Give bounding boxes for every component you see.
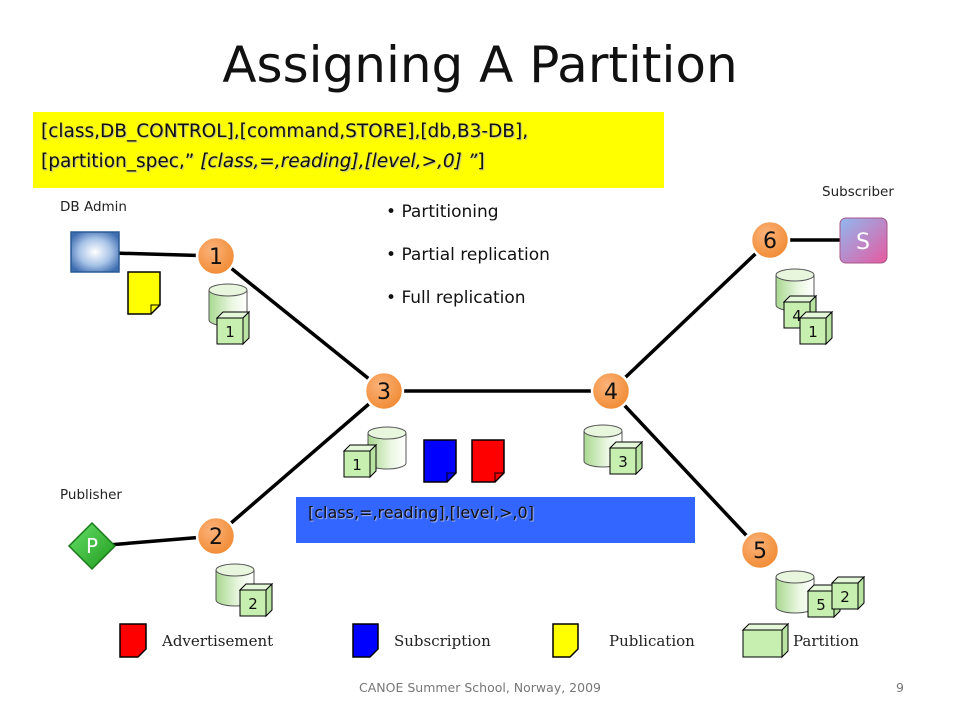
partition-cube: 3	[608, 440, 644, 476]
node-3-label: 3	[377, 380, 391, 405]
store-message-prefix: [partition_spec,”	[41, 151, 201, 172]
legend-partition-icon	[741, 622, 790, 659]
partition-cube-label: 3	[618, 453, 628, 471]
link-4-5	[609, 389, 762, 552]
store-message-line2: [partition_spec,” [class,=,reading],[lev…	[41, 147, 656, 177]
partition-cube-label: 1	[352, 456, 362, 474]
node-1-database: 1	[208, 283, 251, 346]
subscriber-letter: S	[856, 230, 870, 255]
network-links	[107, 238, 842, 552]
admin-publication-doc-icon	[127, 271, 161, 315]
footer-text: CANOE Summer School, Norway, 2009	[359, 680, 601, 695]
link-1-3	[214, 254, 386, 393]
replication-modes-list: Partitioning Partial replication Full re…	[386, 198, 550, 327]
node-5-label: 5	[753, 539, 767, 564]
node-4-label: 4	[604, 380, 618, 405]
node-4-database: 3	[583, 424, 644, 476]
legend: Advertisement Subscription Publication P…	[119, 622, 859, 659]
legend-partition-label: Partition	[793, 632, 859, 650]
partition-cube-label: 5	[816, 596, 826, 614]
publisher-letter: P	[86, 534, 98, 558]
partition-cube: 1	[342, 443, 378, 479]
legend-publication-icon	[552, 623, 579, 658]
bullet-item: Partial replication	[386, 241, 549, 284]
publisher-label: Publisher	[60, 487, 122, 503]
partition-cube: 2	[830, 575, 866, 611]
partition-cube-label: 2	[840, 588, 850, 606]
store-message-spec: [class,=,reading],[level,>,0] ”	[200, 151, 478, 172]
node-2-label: 2	[209, 525, 223, 550]
partition-cube-label: 4	[792, 307, 802, 325]
node-2-database: 2	[215, 563, 274, 618]
slide-title: Assigning A Partition	[222, 36, 738, 94]
partition-cube: 1	[215, 310, 251, 346]
subscription-filter-text: [class,=,reading],[level,>,0]	[308, 503, 534, 522]
node-5-circle[interactable]: 5	[739, 529, 781, 571]
partition-cube-label: 1	[225, 323, 235, 341]
publisher-icon[interactable]: P	[67, 521, 117, 571]
legend-subscription-label: Subscription	[394, 632, 491, 650]
node-6-circle[interactable]: 6	[749, 219, 791, 261]
link-3-2	[214, 389, 386, 538]
node-4-circle[interactable]: 4	[590, 370, 632, 412]
bullet-item: Full replication	[386, 284, 550, 327]
db-admin-label: DB Admin	[60, 199, 127, 215]
subscriber-label: Subscriber	[822, 184, 894, 200]
legend-publication-label: Publication	[609, 632, 695, 650]
database-icon	[775, 570, 815, 614]
node-1-circle[interactable]: 1	[195, 235, 237, 277]
subscriber-icon[interactable]: S	[839, 217, 888, 264]
db-admin-icon[interactable]	[70, 231, 120, 273]
link-4-6	[609, 238, 772, 393]
partition-cube-label: 1	[808, 323, 818, 341]
partition-cube: 1	[798, 310, 834, 346]
store-message-box: [class,DB_CONTROL],[command,STORE],[db,B…	[33, 112, 664, 188]
node-2-circle[interactable]: 2	[195, 515, 237, 557]
bullet-item: Partitioning	[386, 198, 550, 241]
node-6-label: 6	[763, 229, 777, 254]
store-message-suffix: ]	[477, 151, 485, 172]
legend-advertisement-label: Advertisement	[161, 632, 273, 650]
subscription-filter-box: [class,=,reading],[level,>,0]	[296, 497, 695, 543]
legend-advertisement-icon	[119, 623, 147, 658]
advertisement-doc-icon	[471, 439, 505, 483]
partition-cube: 2	[238, 582, 274, 618]
partition-cube-label: 2	[248, 595, 258, 613]
legend-subscription-icon	[352, 623, 379, 658]
node-3-circle[interactable]: 3	[363, 370, 405, 412]
subscription-doc-icon	[423, 439, 457, 483]
page-number: 9	[896, 680, 904, 695]
store-message-line1: [class,DB_CONTROL],[command,STORE],[db,B…	[41, 121, 529, 142]
node-6-database: 41	[775, 268, 834, 346]
node-3-database: 1	[342, 426, 407, 479]
node-1-label: 1	[209, 245, 223, 270]
